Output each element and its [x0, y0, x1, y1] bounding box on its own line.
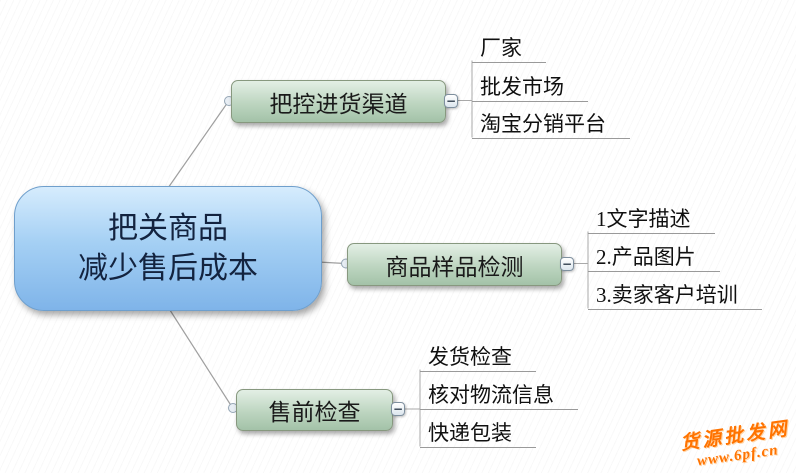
subtopic[interactable]: 淘宝分销平台 — [472, 112, 630, 139]
subtopic[interactable]: 3.卖家客户培训 — [588, 283, 762, 310]
subtopic[interactable]: 2.产品图片 — [588, 245, 720, 272]
subtopic[interactable]: 快递包装 — [420, 421, 536, 448]
subtopic[interactable]: 发货检查 — [420, 345, 536, 372]
collapse-button[interactable]: − — [560, 257, 574, 271]
minus-icon: − — [445, 94, 457, 108]
root-topic-line1: 把关商品 — [108, 211, 228, 245]
root-topic[interactable]: 把关商品 减少售后成本 — [14, 186, 322, 311]
branch-topic-purchase-channel[interactable]: 把控进货渠道 — [231, 80, 446, 123]
branch-topic-presale-check[interactable]: 售前检查 — [236, 389, 393, 431]
subtopic[interactable]: 批发市场 — [472, 75, 588, 102]
collapse-button[interactable]: − — [391, 402, 405, 416]
subtopic[interactable]: 核对物流信息 — [420, 383, 578, 410]
subtopic[interactable]: 1文字描述 — [588, 207, 715, 234]
branch-topic-sample-testing[interactable]: 商品样品检测 — [347, 243, 562, 286]
minus-icon: − — [561, 257, 573, 271]
subtopic[interactable]: 厂家 — [472, 36, 546, 63]
root-topic-line2: 减少售后成本 — [78, 251, 258, 285]
collapse-button[interactable]: − — [444, 94, 458, 108]
minus-icon: − — [392, 402, 404, 416]
